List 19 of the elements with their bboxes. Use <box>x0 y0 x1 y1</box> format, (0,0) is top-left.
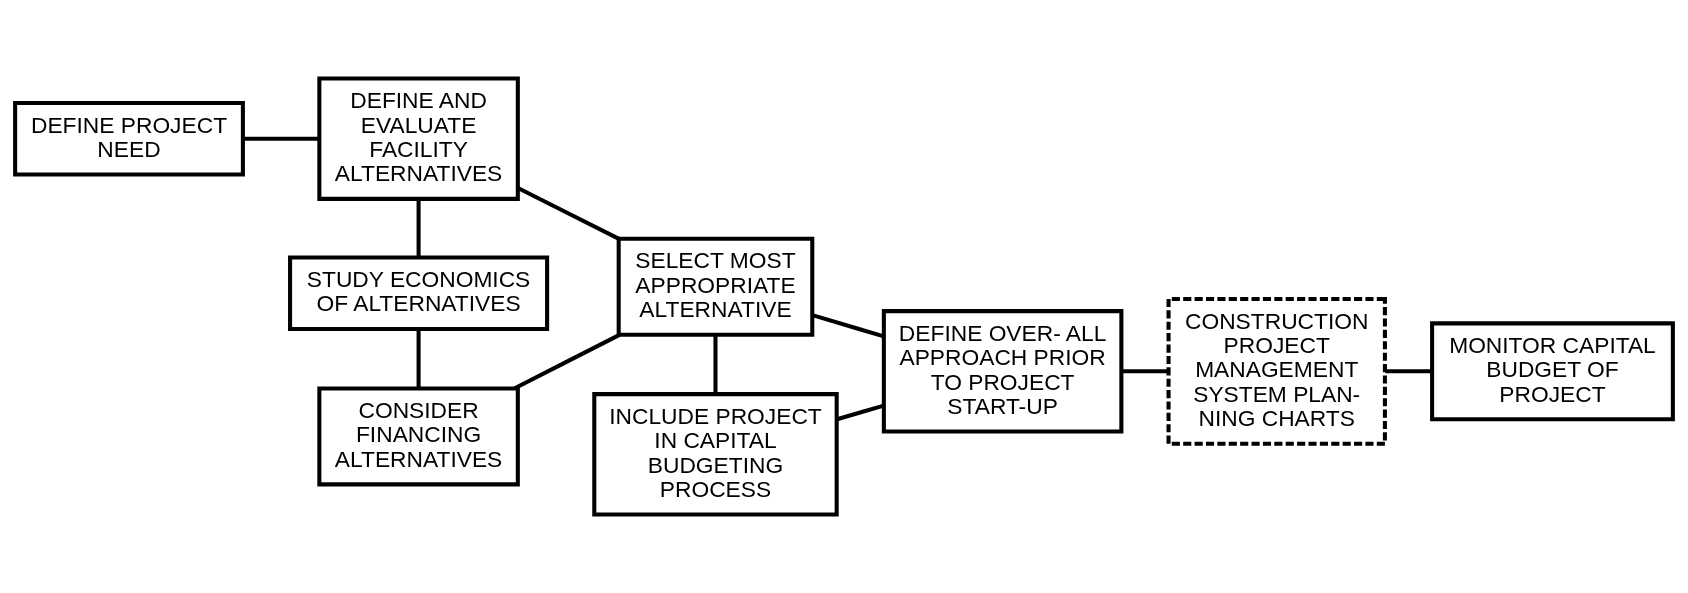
node-box: DEFINE OVER- ALL APPROACH PRIOR TO PROJECT START-UP <box>881 309 1124 434</box>
connector <box>1385 369 1433 374</box>
node-box: STUDY ECONOMICS OF ALTERNATIVES <box>288 255 550 332</box>
node-box: MONITOR CAPITAL BUDGET OF PROJECT <box>1430 321 1675 422</box>
connector <box>242 136 320 141</box>
connector <box>416 199 421 257</box>
node-box: CONSTRUCTION PROJECT MANAGEMENT SYSTEM PLAN- NING CHARTS <box>1166 296 1387 446</box>
connector <box>517 186 620 241</box>
connector <box>513 333 621 391</box>
node-box: SELECT MOST APPROPRIATE ALTERNATIVE <box>616 236 815 337</box>
node-box: CONSIDER FINANCING ALTERNATIVES <box>317 386 520 487</box>
connector <box>416 329 421 389</box>
connector <box>836 403 885 422</box>
node-box: DEFINE PROJECT NEED <box>13 100 245 177</box>
connector <box>1121 369 1169 374</box>
node-box: DEFINE AND EVALUATE FACILITY ALTERNATIVES <box>317 76 520 201</box>
connector <box>811 313 885 339</box>
node-box: INCLUDE PROJECT IN CAPITAL BUDGETING PROCESS <box>592 392 839 517</box>
connector <box>713 334 718 395</box>
